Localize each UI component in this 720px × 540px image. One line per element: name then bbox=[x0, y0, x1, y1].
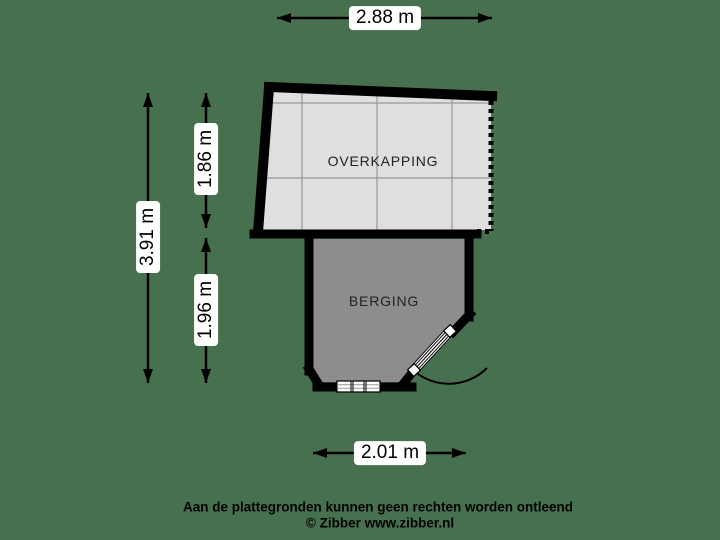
door-swing-arc bbox=[413, 367, 488, 385]
dimension-label-bottom: 2.01 m bbox=[353, 441, 427, 465]
dimension-label-left-overkapping: 1.86 m bbox=[194, 122, 218, 196]
dimension-label-top: 2.88 m bbox=[348, 6, 422, 30]
room-label-overkapping: OVERKAPPING bbox=[327, 153, 439, 169]
window bbox=[336, 380, 381, 393]
door-leaf bbox=[410, 328, 453, 374]
footer-copyright: © Zibber www.zibber.nl bbox=[305, 515, 455, 531]
room-overkapping-shape bbox=[249, 81, 498, 239]
overkapping-grid bbox=[262, 91, 491, 230]
room-label-berging: BERGING bbox=[348, 293, 420, 309]
room-berging-shape bbox=[302, 233, 488, 393]
dimension-label-left-total: 3.91 m bbox=[136, 200, 160, 274]
door bbox=[406, 323, 488, 385]
dimension-label-left-berging: 1.96 m bbox=[194, 273, 218, 347]
door-hinge-top bbox=[442, 323, 458, 339]
footer-disclaimer: Aan de plattegronden kunnen geen rechten… bbox=[182, 499, 574, 515]
overkapping-walls bbox=[249, 81, 498, 239]
overkapping-open-edge bbox=[477, 101, 494, 234]
door-hinge-bottom bbox=[406, 362, 422, 378]
